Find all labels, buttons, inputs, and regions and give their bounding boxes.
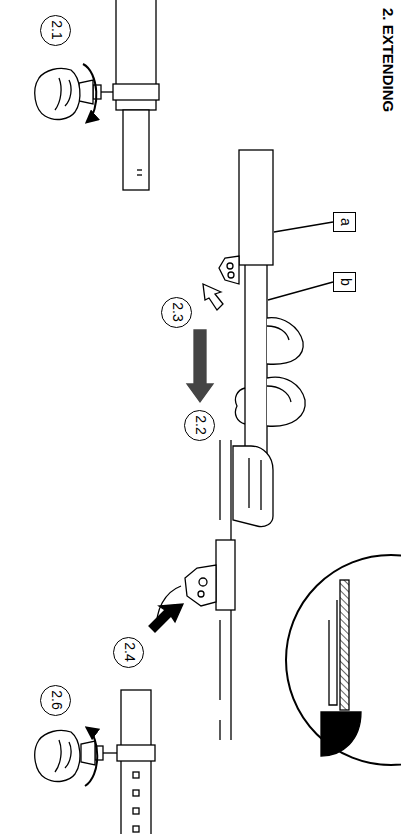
- clamp-knob-4: [81, 741, 117, 765]
- hand-1: [35, 68, 80, 119]
- hand-3: [233, 446, 273, 527]
- pole-section-2: [227, 263, 233, 269]
- callout-number: 2.1: [48, 20, 63, 39]
- pole-hole: [133, 772, 139, 778]
- part-letter-box: b: [334, 272, 357, 292]
- magnifier-detail: [286, 555, 401, 765]
- magnifier-detail: [321, 712, 361, 756]
- turn-arrow-1: [83, 64, 96, 122]
- magnifier-detail: [340, 580, 349, 710]
- illustration: [35, 0, 401, 834]
- callout-number: 2.6: [41, 685, 72, 716]
- callout-number: 2.6: [48, 690, 63, 709]
- pole-section-1: [137, 174, 142, 175]
- hand-4: [55, 740, 61, 772]
- hands-2: [235, 388, 245, 424]
- pole-hole: [133, 826, 139, 832]
- pole-section-3: [219, 440, 220, 520]
- clamp-knob-4: [81, 741, 95, 765]
- press-arrow-2-4: [149, 604, 183, 632]
- hand-3: [260, 460, 261, 510]
- hand-1: [65, 80, 71, 106]
- pole-section-1: [113, 84, 159, 100]
- latch-lever: [198, 591, 204, 597]
- latch-lever: [185, 565, 216, 606]
- hands-2: [267, 318, 303, 365]
- pole-hole: [133, 808, 139, 814]
- hand-4: [35, 730, 80, 781]
- callout-number: 2.1: [41, 15, 72, 46]
- hand-3: [233, 446, 273, 527]
- callout-number: 2.4: [114, 637, 145, 668]
- hand-4: [65, 742, 71, 768]
- turn-arrow-4: [85, 728, 97, 786]
- hand-1: [55, 78, 61, 110]
- leader-lines: [274, 222, 333, 232]
- pole-section-2: [219, 256, 239, 284]
- clamp-knob-1: [79, 80, 93, 104]
- clamp-knob-4: [103, 752, 117, 753]
- figure-title: 2. EXTENDING: [380, 8, 397, 112]
- pole-section-4: [117, 745, 155, 761]
- hand-3: [248, 458, 249, 508]
- callout-number: 2.2: [192, 415, 207, 434]
- hand-1: [35, 68, 80, 119]
- pole-section-1: [113, 0, 159, 190]
- pole-section-2: [266, 265, 267, 470]
- part-letter-box: a: [334, 212, 357, 232]
- pole-section-3: [216, 440, 235, 740]
- pole-section-2: [244, 265, 245, 470]
- magnifier-detail: [286, 555, 401, 765]
- callout-number: 2.3: [169, 302, 184, 321]
- hands-2: [267, 377, 305, 426]
- pull-arrow-2-2: [187, 330, 213, 402]
- pole-section-1: [137, 169, 142, 170]
- pole-section-4: [121, 690, 151, 834]
- callout-number: 2.2: [185, 410, 216, 441]
- hands-2: [235, 318, 305, 426]
- pole-section-1: [123, 110, 149, 190]
- hands-2: [267, 326, 289, 340]
- pole-section-2: [228, 272, 234, 278]
- callout-number: 2.4: [121, 642, 136, 661]
- pole-section-2: [239, 150, 273, 265]
- pole-section-3: [216, 540, 235, 610]
- open-arrow-2-3: [203, 284, 223, 310]
- pole-section-3: [219, 620, 220, 700]
- part-letter: a: [337, 218, 352, 226]
- pole-section-4: [117, 690, 155, 834]
- leader-lines: [268, 222, 333, 300]
- hands-2: [267, 386, 291, 402]
- pole-hole: [133, 790, 139, 796]
- callout-number: 2.3: [162, 297, 193, 328]
- magnifier-detail: [329, 600, 337, 705]
- part-letter: b: [337, 278, 352, 286]
- clamp-knob-1: [101, 91, 113, 92]
- pole-section-2: [219, 150, 273, 470]
- leader-lines: [268, 282, 333, 300]
- hand-4: [35, 730, 80, 781]
- latch-lever: [199, 578, 207, 586]
- pole-section-3: [219, 720, 220, 740]
- pole-holes: [133, 772, 139, 832]
